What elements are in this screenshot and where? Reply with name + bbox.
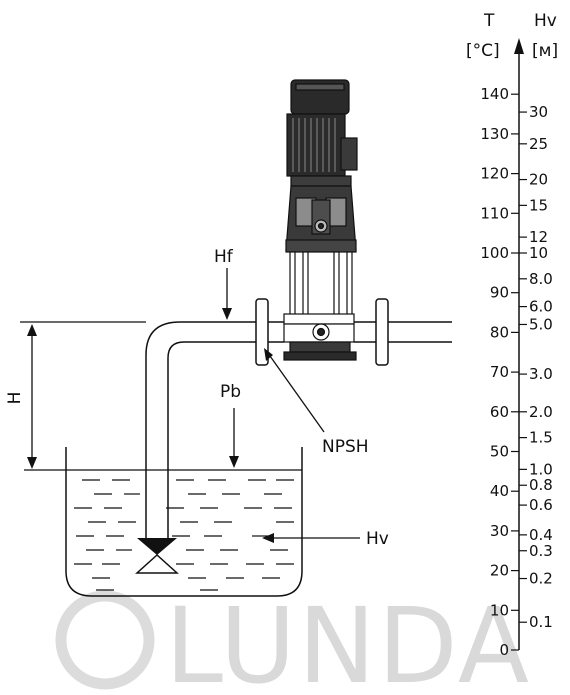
temp-tick-label: 80 — [490, 323, 509, 341]
head-tick-label: 0.2 — [529, 570, 553, 588]
temp-tick-label: 50 — [490, 443, 509, 461]
h-label: H — [5, 392, 25, 405]
temp-tick-label: 110 — [480, 204, 509, 222]
head-tick-label: 30 — [529, 103, 548, 121]
head-tick-label: 20 — [529, 171, 548, 189]
hf-label: Hf — [214, 247, 234, 267]
foot-valve — [135, 538, 179, 574]
head-tick-label: 0.4 — [529, 526, 553, 544]
water-hatch — [74, 479, 294, 591]
temp-tick-label: 90 — [490, 284, 509, 302]
hv-label: Hv — [366, 529, 389, 549]
head-tick-label: 12 — [529, 228, 548, 246]
head-tick-label: 1.5 — [529, 429, 553, 447]
head-tick-label: 5.0 — [529, 315, 553, 333]
head-tick-label: 8.0 — [529, 270, 553, 288]
scale-t-unit: [°C] — [466, 41, 500, 61]
tank — [24, 447, 303, 597]
hv-indicator: Hv — [262, 529, 389, 549]
watermark-logo: LUNDA — [55, 585, 531, 695]
temp-tick-label: 70 — [490, 363, 509, 381]
temp-tick-label: 10 — [490, 601, 509, 619]
hf-indicator: Hf — [214, 247, 234, 320]
head-tick-label: 10 — [529, 244, 548, 262]
head-tick-label: 6.0 — [529, 298, 553, 316]
head-tick-label: 3.0 — [529, 365, 553, 383]
scale-hv-title: Hv — [534, 11, 557, 31]
temp-tick-label: 140 — [480, 85, 509, 103]
temp-tick-label: 30 — [490, 522, 509, 540]
temp-tick-label: 60 — [490, 403, 509, 421]
suction-pipe — [20, 321, 452, 538]
head-tick-label: 0.3 — [529, 542, 553, 560]
pump — [283, 79, 358, 361]
temp-tick-label: 40 — [490, 482, 509, 500]
watermark-text: LUNDA — [165, 585, 531, 695]
npsh-indicator: NPSH — [264, 348, 369, 457]
npsh-label: NPSH — [322, 437, 369, 457]
scale-hv-unit: [м] — [532, 41, 558, 61]
temp-tick-label: 130 — [480, 125, 509, 143]
temp-tick-label: 0 — [499, 641, 509, 659]
head-tick-label: 15 — [529, 196, 548, 214]
head-tick-label: 25 — [529, 135, 548, 153]
head-tick-label: 0.6 — [529, 496, 553, 514]
temperature-head-scale: T [°C] Hv [м] 14013012011010090807060504… — [466, 11, 558, 659]
head-tick-label: 2.0 — [529, 403, 553, 421]
temp-tick-label: 20 — [490, 562, 509, 580]
h-dimension: H — [5, 324, 37, 469]
pb-indicator: Pb — [220, 382, 241, 468]
head-tick-label: 0.1 — [529, 613, 553, 631]
head-tick-label: 0.8 — [529, 476, 553, 494]
temp-tick-label: 120 — [480, 165, 509, 183]
head-tick-label: 1.0 — [529, 460, 553, 478]
scale-t-title: T — [483, 11, 495, 31]
temp-tick-label: 100 — [480, 244, 509, 262]
scale-arrow-icon — [514, 38, 524, 54]
flanges — [255, 298, 389, 366]
pb-label: Pb — [220, 382, 241, 402]
